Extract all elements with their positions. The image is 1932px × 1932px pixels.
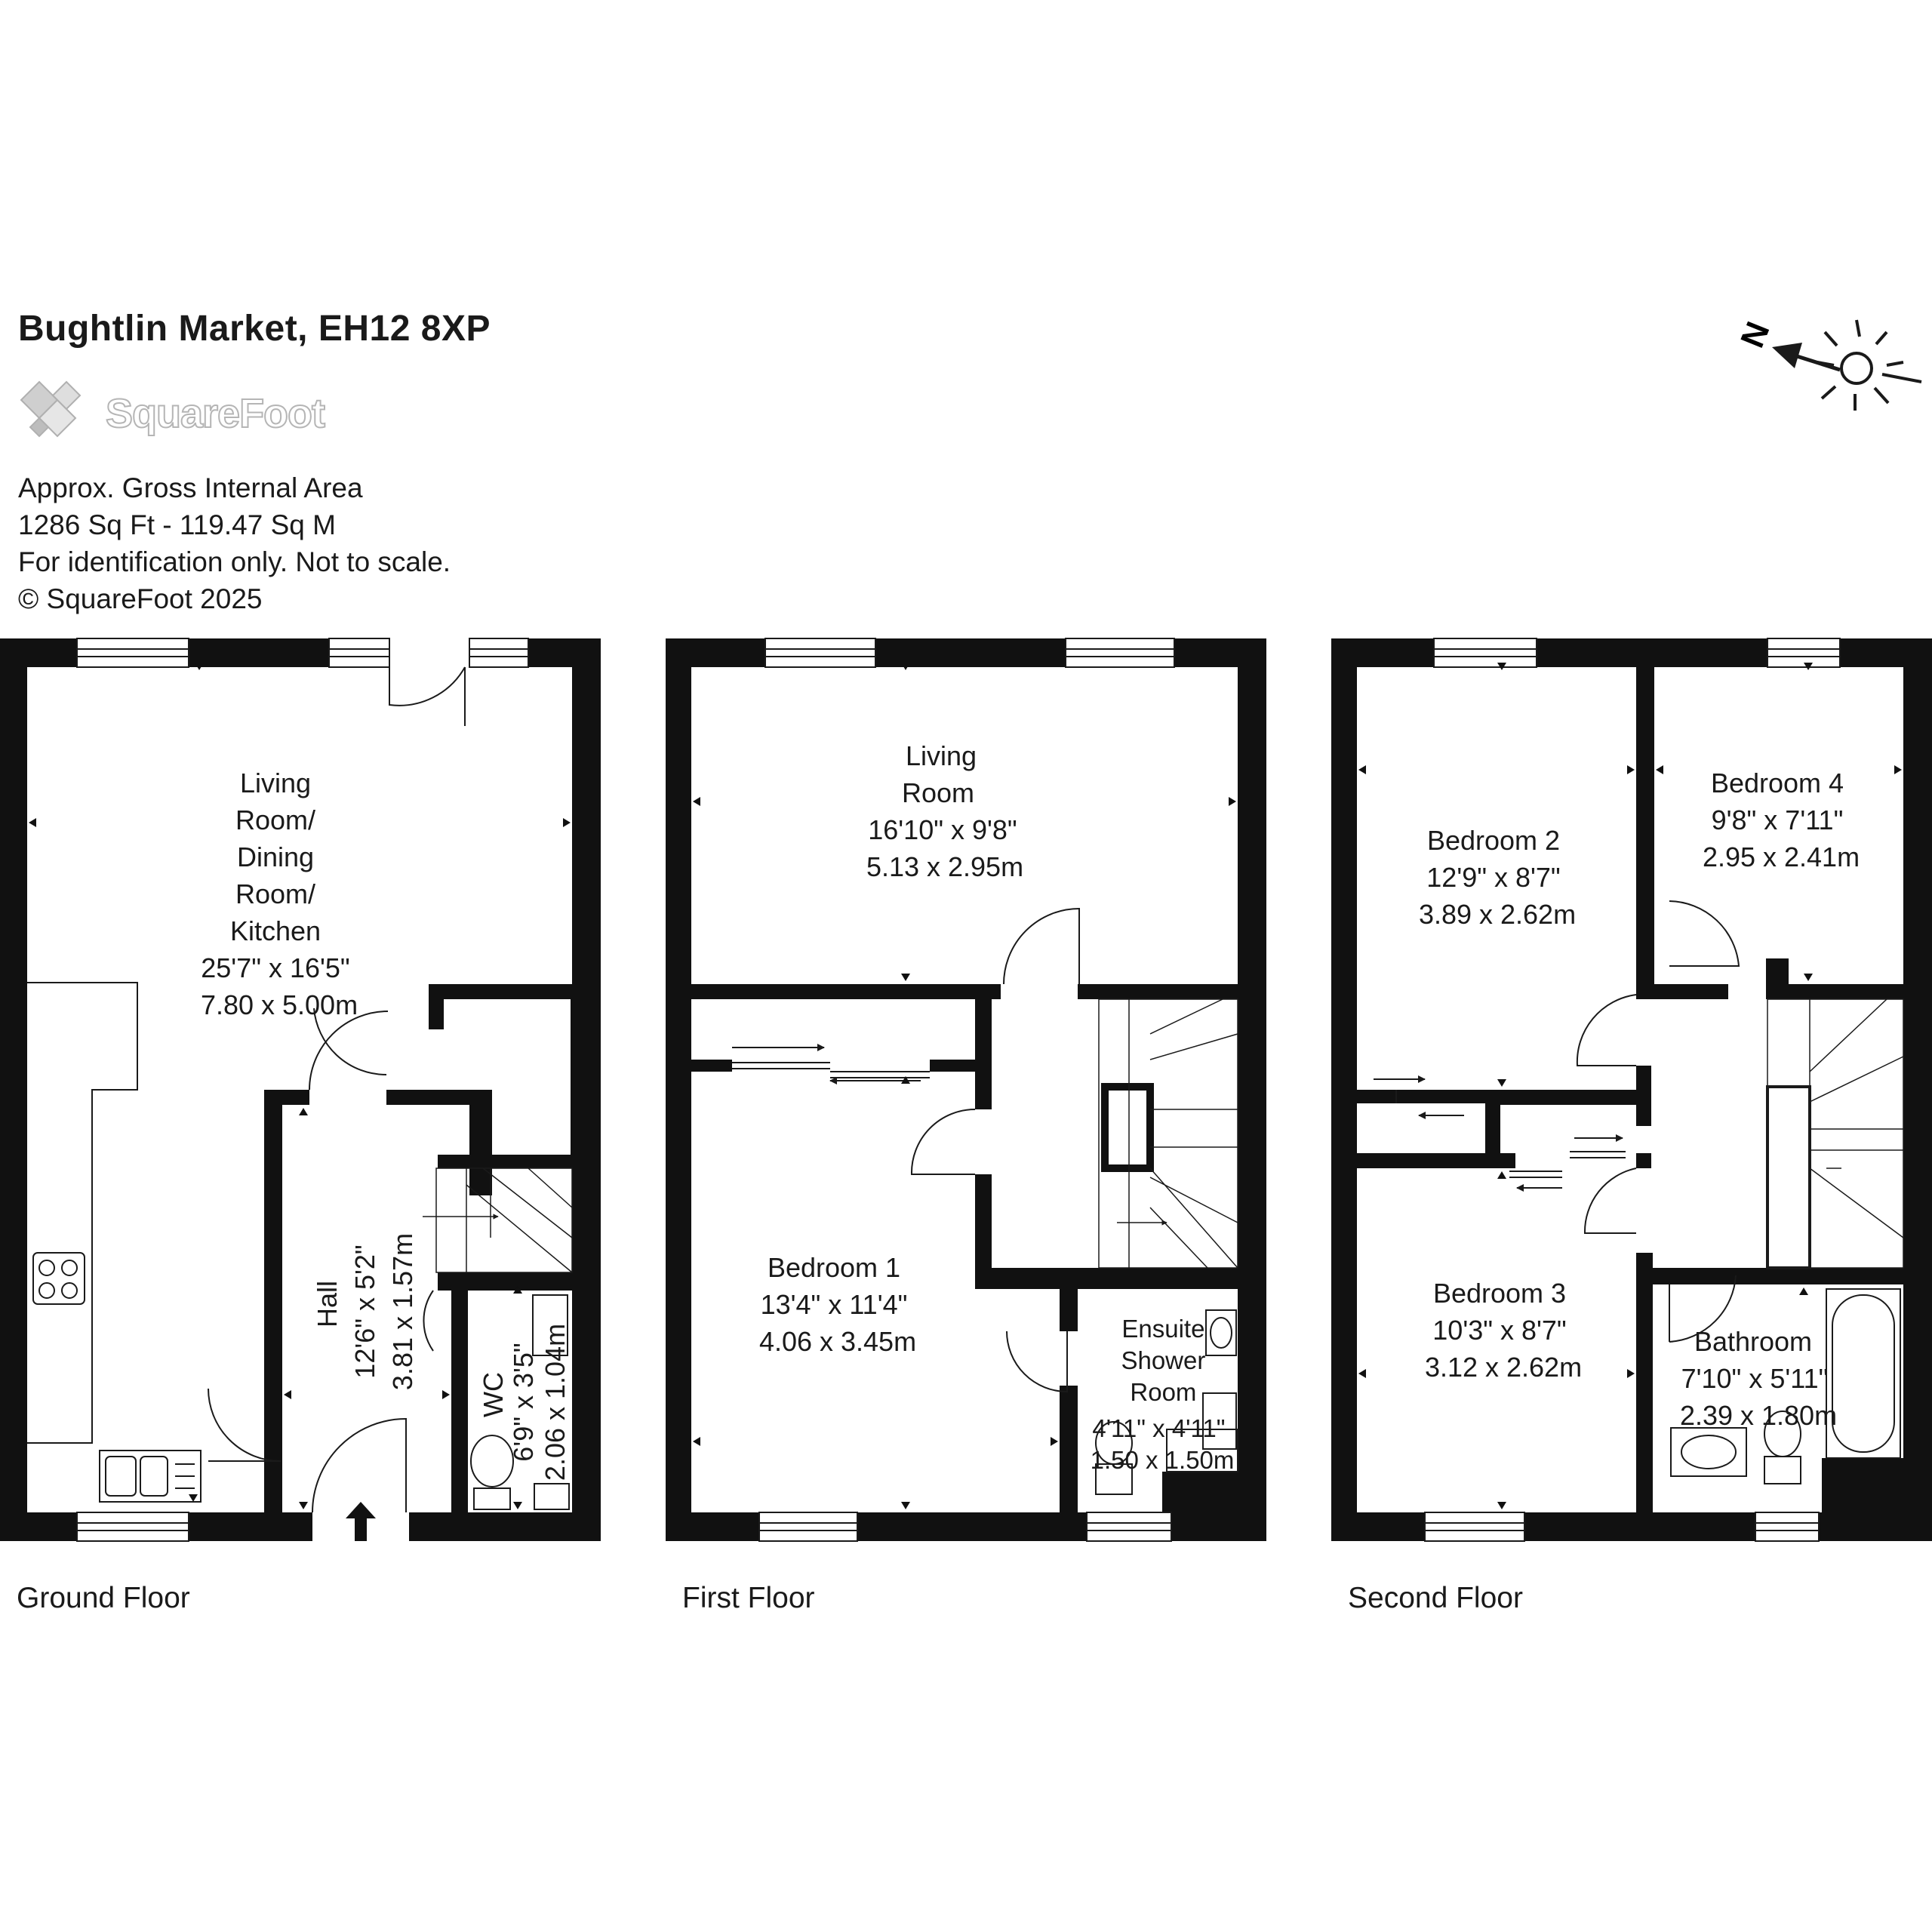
second-floor-walls bbox=[1331, 638, 1932, 1541]
ground-floor-labels: Living Room/ Dining Room/ Kitchen 25'7" … bbox=[201, 768, 571, 1481]
second-floor-windows bbox=[1424, 638, 1841, 1542]
squarefoot-logo-icon bbox=[20, 380, 82, 438]
entrance-arrow-icon bbox=[346, 1502, 376, 1541]
svg-text:6'9" x 3'5": 6'9" x 3'5" bbox=[508, 1343, 539, 1461]
first-floor-stairs bbox=[1098, 998, 1238, 1269]
bath-icon bbox=[1826, 1288, 1901, 1459]
floor-label-ground: Ground Floor bbox=[17, 1582, 190, 1614]
area-info: Approx. Gross Internal Area 1286 Sq Ft -… bbox=[18, 469, 451, 617]
first-floor-dimension-ticks bbox=[693, 663, 1236, 1509]
ensuite-fixtures bbox=[1095, 1309, 1238, 1495]
area-value: 1286 Sq Ft - 119.47 Sq M bbox=[18, 509, 336, 540]
ground-floor-plan: Living Room/ Dining Room/ Kitchen 25'7" … bbox=[0, 638, 601, 1542]
bathroom-fixtures bbox=[1670, 1288, 1901, 1484]
page-title: Bughtlin Market, EH12 8XP bbox=[18, 309, 491, 349]
room-label-bedroom-3: Bedroom 3 10'3" x 8'7" 3.12 x 2.62m bbox=[1425, 1278, 1582, 1383]
brand-name: SquareFoot bbox=[105, 390, 326, 437]
room-label-bedroom-1: Bedroom 1 13'4" x 11'4" 4.06 x 3.45m bbox=[759, 1252, 916, 1357]
room-label-bedroom-4: Bedroom 4 9'8" x 7'11" 2.95 x 2.41m bbox=[1703, 768, 1860, 872]
ground-floor-windows bbox=[76, 638, 529, 1542]
svg-text:2.06 x 1.04m: 2.06 x 1.04m bbox=[540, 1324, 571, 1481]
brand-logo: SquareFoot bbox=[17, 377, 326, 450]
second-floor-doors bbox=[1374, 900, 1740, 1343]
floor-label-first: First Floor bbox=[682, 1582, 815, 1614]
room-label-bathroom: Bathroom 7'10" x 5'11" 2.39 x 1.80m bbox=[1680, 1326, 1837, 1431]
second-floor-dimension-ticks bbox=[1358, 663, 1902, 1509]
ground-floor-doors bbox=[208, 666, 466, 1513]
first-floor-windows bbox=[758, 638, 1175, 1542]
first-floor-plan: Living Room 16'10" x 9'8" 5.13 x 2.95m B… bbox=[666, 638, 1266, 1542]
room-label-bedroom-2: Bedroom 2 12'9" x 8'7" 3.89 x 2.62m bbox=[1419, 825, 1576, 930]
toilet-icon bbox=[470, 1435, 514, 1487]
svg-text:12'6" x 5'2": 12'6" x 5'2" bbox=[349, 1244, 380, 1378]
room-label-living-dining-kitchen: Living Room/ Dining Room/ Kitchen 25'7" … bbox=[201, 768, 358, 1020]
svg-text:WC: WC bbox=[478, 1372, 509, 1417]
second-floor-stairs bbox=[1766, 998, 1904, 1269]
copyright: © SquareFoot 2025 bbox=[18, 583, 263, 614]
area-label: Approx. Gross Internal Area bbox=[18, 472, 363, 503]
svg-text:3.81 x 1.57m: 3.81 x 1.57m bbox=[387, 1233, 418, 1390]
room-label-wc: WC 6'9" x 3'5" 2.06 x 1.04m bbox=[478, 1324, 571, 1481]
hob-icon bbox=[32, 1252, 85, 1305]
room-label-hall: Hall 12'6" x 5'2" 3.81 x 1.57m bbox=[312, 1233, 418, 1390]
north-arrow-icon bbox=[1772, 343, 1841, 372]
ground-floor-walls bbox=[0, 638, 601, 1541]
sun-icon bbox=[1817, 319, 1922, 411]
disclaimer: For identification only. Not to scale. bbox=[18, 546, 451, 577]
basin-icon bbox=[1670, 1427, 1747, 1477]
second-floor-plan: Bedroom 2 12'9" x 8'7" 3.89 x 2.62m Bedr… bbox=[1331, 638, 1932, 1542]
room-label-living-room: Living Room 16'10" x 9'8" 5.13 x 2.95m bbox=[866, 740, 1025, 882]
first-floor-doors bbox=[732, 907, 1080, 1393]
compass: N bbox=[1734, 317, 1922, 411]
svg-text:Hall: Hall bbox=[312, 1281, 343, 1327]
floor-label-second: Second Floor bbox=[1348, 1582, 1523, 1614]
room-label-ensuite: Ensuite Shower Room 4'11" x 4'11" 1.50 x… bbox=[1091, 1315, 1235, 1474]
second-floor-labels: Bedroom 2 12'9" x 8'7" 3.89 x 2.62m Bedr… bbox=[1419, 768, 1860, 1431]
ground-floor-dimension-ticks bbox=[29, 663, 571, 1509]
sink-icon bbox=[99, 1450, 202, 1503]
first-floor-walls bbox=[666, 638, 1266, 1541]
wc-fixtures bbox=[470, 1294, 570, 1510]
first-floor-labels: Living Room 16'10" x 9'8" 5.13 x 2.95m B… bbox=[759, 740, 1234, 1474]
ground-floor-stairs bbox=[423, 1168, 573, 1273]
kitchen-counter bbox=[27, 982, 202, 1503]
